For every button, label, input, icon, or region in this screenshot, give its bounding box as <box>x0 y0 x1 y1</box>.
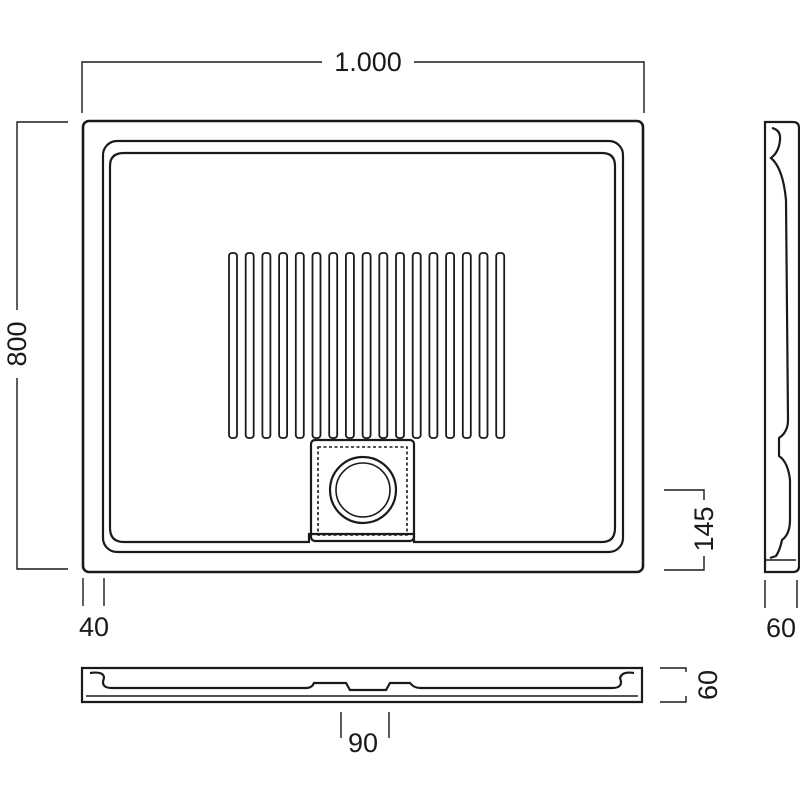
side-profile-outer <box>763 120 800 574</box>
drain-inner-ring <box>335 462 391 518</box>
front-height-dimension-label: 60 <box>693 670 723 700</box>
tray-inner-rim <box>101 139 625 554</box>
front-height-dim-top <box>660 667 687 672</box>
anti-slip-groove <box>344 252 355 439</box>
anti-slip-groove <box>244 252 255 439</box>
tray-outer-edge <box>81 119 645 574</box>
anti-slip-groove <box>478 252 489 439</box>
anti-slip-groove <box>228 252 238 439</box>
anti-slip-groove <box>311 252 322 439</box>
drain-sump <box>309 438 416 543</box>
anti-slip-grooves <box>228 252 506 439</box>
front-view <box>80 666 644 704</box>
width-dim-line-right <box>414 61 645 113</box>
anti-slip-groove <box>261 252 272 439</box>
rim-dimension-label: 40 <box>79 612 109 642</box>
top-view <box>81 119 645 574</box>
drain-offset-dim-line-top <box>664 489 705 500</box>
front-profile-inner <box>89 671 635 692</box>
drain-offset-dim-line-bottom <box>664 556 705 571</box>
width-dim-line-left <box>81 61 322 113</box>
front-height-dim-bottom <box>660 696 687 703</box>
side-height-dimension-label: 60 <box>766 613 796 643</box>
drain-width-dimension-label: 90 <box>348 728 378 758</box>
anti-slip-groove <box>361 252 372 439</box>
anti-slip-groove <box>378 252 389 439</box>
anti-slip-groove <box>428 252 439 439</box>
drain-grate-outline <box>317 446 408 536</box>
anti-slip-groove <box>461 252 472 439</box>
depth-dimension-label: 800 <box>2 321 32 366</box>
dimension-lines <box>16 61 798 738</box>
anti-slip-groove <box>395 252 405 439</box>
side-view <box>763 120 800 574</box>
side-profile-inner <box>769 126 792 560</box>
anti-slip-groove <box>294 252 305 439</box>
anti-slip-groove <box>445 252 456 439</box>
anti-slip-groove <box>495 252 506 439</box>
depth-dim-line-top <box>16 121 68 310</box>
anti-slip-groove <box>328 252 339 439</box>
drain-outer-ring <box>328 455 398 525</box>
depth-dim-line-bottom <box>16 378 68 570</box>
width-dimension-label: 1.000 <box>334 47 402 77</box>
anti-slip-groove <box>411 252 422 439</box>
drain-offset-dimension-label: 145 <box>689 506 719 551</box>
anti-slip-groove <box>278 252 289 439</box>
front-profile-outer <box>80 666 644 704</box>
